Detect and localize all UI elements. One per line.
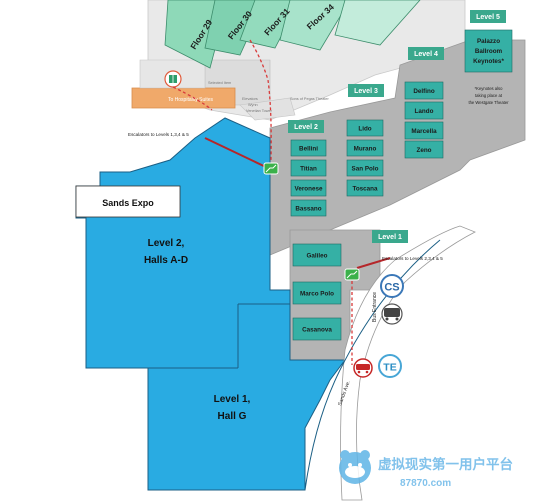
room-bassano[interactable] xyxy=(290,199,327,217)
te-badge[interactable]: TE xyxy=(378,354,402,378)
room-label: San Polo xyxy=(352,166,379,173)
watermark-cn: 虚拟现实第一用户平台 xyxy=(378,456,513,472)
escalator-icon[interactable] xyxy=(344,268,360,281)
hall-level2-line2: Halls A-D xyxy=(144,255,188,266)
level-5-label: Level 5 xyxy=(476,14,500,21)
room-label: Titian xyxy=(300,166,317,173)
room-label: Keynotes* xyxy=(473,58,504,65)
room-bellini[interactable] xyxy=(290,139,327,157)
svg-text:Sands Expo: Sands Expo xyxy=(102,198,154,208)
mascot-logo-icon xyxy=(339,450,371,484)
small-label-center-a: Elevators xyxy=(242,97,258,101)
room-palazzo-ballroom[interactable] xyxy=(464,29,513,73)
room-label: Palazzo xyxy=(477,38,500,45)
keynote-note-1: *Keynotes also xyxy=(475,86,504,91)
watermark-url: 87870.com xyxy=(400,478,451,489)
room-marcella[interactable] xyxy=(404,121,444,140)
level-1-label: Level 1 xyxy=(378,234,402,241)
room-toscana[interactable] xyxy=(346,179,384,197)
small-label-center-c: Venetian Tower xyxy=(246,109,273,113)
road-band xyxy=(340,225,476,501)
cs-badge[interactable]: CS xyxy=(380,274,404,298)
room-label: Galileo xyxy=(307,253,328,260)
theater-label: Sons of Pegas Theater xyxy=(290,97,330,101)
level-2-label: Level 2 xyxy=(294,124,318,131)
room-label: Lando xyxy=(415,108,434,115)
room-label: Veronese xyxy=(294,186,323,193)
room-label: Lido xyxy=(358,126,371,133)
room-titian[interactable] xyxy=(290,159,327,177)
escalator-icon[interactable] xyxy=(263,162,279,175)
room-label: Marco Polo xyxy=(300,291,334,298)
level-3-label: Level 3 xyxy=(354,88,378,95)
taxi-icon xyxy=(353,358,373,378)
small-label-upper-left: Selected Item xyxy=(208,81,231,85)
room-label: Bellini xyxy=(299,146,318,153)
level-labels: Level 2 Level 3 Level 4 Level 5 Level 1 xyxy=(288,10,506,243)
room-label: Zeno xyxy=(416,147,431,154)
room-label: Ballroom xyxy=(475,48,503,55)
room-label: Delfino xyxy=(413,88,434,95)
escalators-upper-caption: Escalators to Levels 1,3,4 & 5 xyxy=(128,132,189,137)
room-label: Bassano xyxy=(295,206,321,213)
hospitality-suites-area[interactable]: To Hospitality Suites xyxy=(131,59,236,109)
room-delfino[interactable] xyxy=(404,81,444,100)
room-label: Murano xyxy=(354,146,377,153)
room-murano[interactable] xyxy=(346,139,384,157)
tower-floors: Floor 29 Floor 30 Floor 31 Floor 34 xyxy=(164,0,421,69)
room-casanova[interactable] xyxy=(292,317,342,341)
hall-level1-line1: Level 1, xyxy=(214,394,251,405)
hall-curve-edge xyxy=(304,239,441,491)
room-label: Marcella xyxy=(411,128,437,135)
room-label: Toscana xyxy=(352,186,378,193)
room-label: Casanova xyxy=(302,327,332,334)
room-lido[interactable] xyxy=(346,119,384,137)
keynote-note-3: the Westgate Theater xyxy=(468,100,509,105)
sands-expo-label: Sands Expo xyxy=(75,185,181,218)
svg-text:CS: CS xyxy=(384,282,399,294)
keynote-note-2: taking place at xyxy=(475,93,503,98)
room-veronese[interactable] xyxy=(290,179,327,197)
watermark: 虚拟现实第一用户平台 87870.com xyxy=(339,450,513,489)
bus-entrance-label: Bus Entrance xyxy=(372,292,378,322)
hospitality-label: To Hospitality Suites xyxy=(168,97,214,103)
room-marco-polo[interactable] xyxy=(292,281,342,305)
bus-icon xyxy=(381,303,403,325)
hall-level1-line2: Hall G xyxy=(218,411,247,422)
room-zeno[interactable] xyxy=(404,140,444,159)
level-4-label: Level 4 xyxy=(414,51,438,58)
room-galileo[interactable] xyxy=(292,243,342,267)
small-label-center-b: Wynn xyxy=(248,103,258,107)
restroom-icon xyxy=(164,70,182,88)
room-lando[interactable] xyxy=(404,101,444,120)
svg-text:TE: TE xyxy=(383,362,396,374)
room-san-polo[interactable] xyxy=(346,159,384,177)
routes xyxy=(172,39,391,365)
rooms: Bellini Titian Veronese Bassano Lido Mur… xyxy=(290,29,513,341)
hall-level2-line1: Level 2, xyxy=(148,238,185,249)
escalators-lower-caption: Escalators to Levels 2,3,4 & 5 xyxy=(382,256,443,261)
